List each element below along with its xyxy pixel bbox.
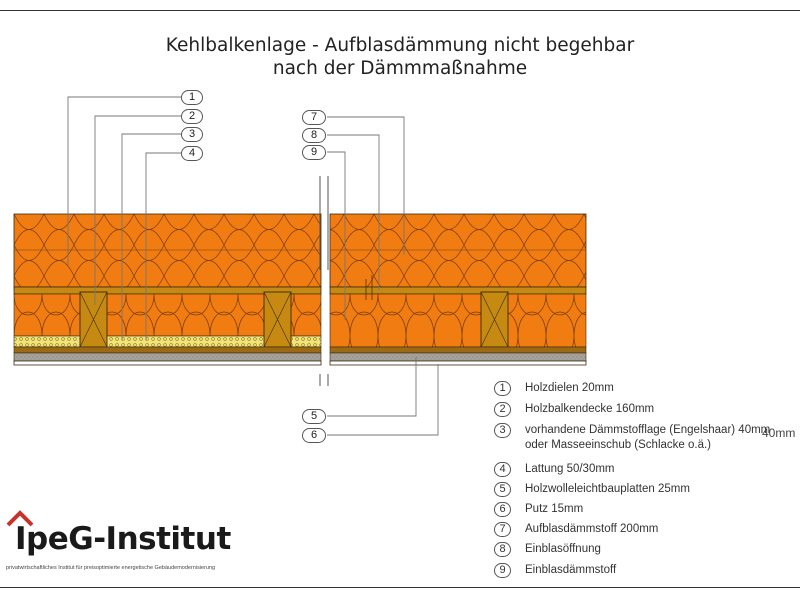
legend-number: 3 xyxy=(494,423,511,438)
right-section xyxy=(329,213,587,366)
legend-item: 5 Holzwolleleichtbauplatten 25mm xyxy=(494,482,690,497)
legend-item: 1 Holzdielen 20mm xyxy=(494,381,614,396)
battens-right xyxy=(329,346,587,354)
legend-number: 8 xyxy=(494,542,511,557)
legend-number: 1 xyxy=(494,381,511,396)
legend-item: 9 Einblasdämmstoff xyxy=(494,563,616,578)
upper-insulation-left xyxy=(13,213,322,288)
legend-number: 2 xyxy=(494,402,511,417)
plaster-right xyxy=(329,360,587,366)
plaster-left xyxy=(13,360,322,366)
callout-6: 6 xyxy=(302,428,326,443)
callout-9: 9 xyxy=(302,145,326,160)
legend-number: 4 xyxy=(494,462,511,477)
legend-text: Putz 15mm xyxy=(525,503,584,515)
callout-5: 5 xyxy=(302,409,326,424)
legend-text-line2: oder Masseeinschub (Schlacke o.ä.) xyxy=(525,439,712,451)
legend-number: 9 xyxy=(494,563,511,578)
legend-item: 6 Putz 15mm xyxy=(494,502,583,517)
legend-item: 7 Aufblasdämmstoff 200mm xyxy=(494,522,658,537)
blown-insulation-right xyxy=(329,293,587,348)
legend-number: 5 xyxy=(494,482,511,497)
legend-text: Holzwolleleichtbauplatten 25mm xyxy=(525,483,690,495)
legend-text: Einblasdämmstoff xyxy=(525,564,617,576)
legend-number: 7 xyxy=(494,522,511,537)
legend-item: 4 Lattung 50/30mm xyxy=(494,462,615,477)
callout-7: 7 xyxy=(302,110,326,125)
callout-1: 1 xyxy=(181,90,203,105)
section-break xyxy=(319,176,329,386)
extra-dimension-label: 40mm xyxy=(762,426,796,440)
legend-item: 3 vorhandene Dämmstofflage (Engelshaar) … xyxy=(494,423,770,453)
drawing-frame xyxy=(0,10,800,588)
legend-text: Aufblasdämmstoff 200mm xyxy=(525,523,659,535)
legend-text: vorhandene Dämmstofflage (Engelshaar) 40… xyxy=(525,424,771,436)
legend-item: 2 Holzbalkendecke 160mm xyxy=(494,402,654,417)
legend-text: Einblasöffnung xyxy=(525,543,601,555)
woodwool-board-left xyxy=(13,352,322,362)
upper-insulation-right xyxy=(329,213,587,288)
floorboards-right xyxy=(329,286,587,295)
legend-text: Lattung 50/30mm xyxy=(525,463,615,475)
legend-text: Holzbalkendecke 160mm xyxy=(525,403,655,415)
logo-name: IpeG-Institut xyxy=(15,521,231,557)
legend-number: 6 xyxy=(494,502,511,517)
drawing-title: Kehlbalkenlage - Aufblasdämmung nicht be… xyxy=(0,34,800,80)
battens-left xyxy=(13,346,322,354)
callout-3: 3 xyxy=(181,127,203,142)
callout-4: 4 xyxy=(181,146,203,161)
title-line-2: nach der Dämmmaßnahme xyxy=(272,58,528,79)
legend-item: 8 Einblasöffnung xyxy=(494,542,601,557)
left-section xyxy=(13,213,322,366)
title-line-1: Kehlbalkenlage - Aufblasdämmung nicht be… xyxy=(165,35,635,56)
legend-text: Holzdielen 20mm xyxy=(525,382,614,394)
callout-2: 2 xyxy=(181,109,203,124)
leader-lines xyxy=(67,96,439,436)
roof-icon xyxy=(6,510,34,527)
callout-8: 8 xyxy=(302,128,326,143)
logo-subtitle: privatwirtschaftliches Institut für prei… xyxy=(6,565,216,571)
woodwool-board-right xyxy=(329,352,587,362)
